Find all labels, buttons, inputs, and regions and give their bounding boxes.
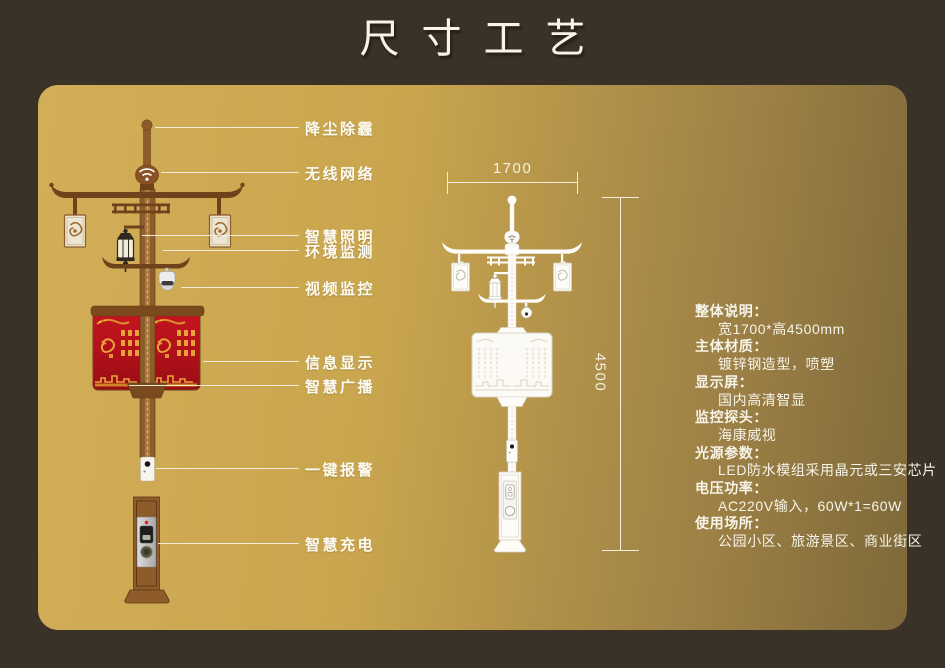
width-dim-tick-left [447,172,448,194]
callout-line [203,361,299,362]
callout-label-info: 信息显示 [305,355,376,372]
spec-value: 宽1700*高4500mm [718,320,845,337]
callout-line [163,250,299,251]
height-dim-tick-bottom [602,550,639,551]
callout-label-env: 环境监测 [305,244,376,261]
spec-value: AC220V输入，60W*1=60W [718,497,902,514]
spec-value: 镀锌钢造型，喷塑 [718,356,835,373]
height-dimension-label: 4500 [591,352,609,393]
callout-label-broadcast: 智慧广播 [305,379,376,396]
screen-mounts [90,305,205,399]
sensor-frame [112,203,170,214]
spec-value: 海康威视 [718,426,777,443]
top-finial [141,119,153,170]
outline-crossarm [442,242,582,266]
spec-label: 电压功率： [695,480,768,497]
height-dimension-line [620,197,621,550]
outline-banner-left [451,261,470,292]
width-dimension-line [447,182,578,183]
charging-panel [136,516,157,568]
lamp-illustration-outline [442,195,582,553]
callout-line [181,287,299,288]
lower-crossarm [102,257,190,269]
callout-line [142,235,299,236]
outline-lantern [488,272,510,309]
height-dim-tick-top [602,197,639,198]
wifi-icon [135,164,159,190]
callout-line [158,543,299,544]
outline-banner-right [553,261,572,292]
lamp-illustration-detailed [49,119,245,604]
outline-alarm-box [506,439,518,463]
width-dim-tick-right [577,172,578,194]
callout-line [129,385,299,386]
camera-icon [158,267,176,291]
callout-line [155,127,299,128]
main-crossarm [49,182,245,215]
spec-label: 主体材质： [695,338,768,355]
lantern [116,225,144,272]
spec-value: 国内高清智显 [718,391,806,408]
spec-label: 监控探头： [695,409,768,426]
spec-label: 整体说明： [695,303,768,319]
callout-label-wifi: 无线网络 [305,166,376,183]
lamp-pole [139,188,156,458]
callout-label-dust: 降尘除霾 [305,121,376,138]
spec-value: 公园小区、旅游景区、商业街区 [718,533,923,550]
callout-line [156,468,299,469]
spec-list: 整体说明： 宽1700*高4500mm 主体材质： 镀锌钢造型，喷塑 显示屏： … [695,303,937,551]
callout-line [161,172,299,173]
spec-label: 光源参数： [695,444,768,461]
banner-left [63,214,87,248]
outline-lower-crossarm [478,294,546,303]
callout-label-charge: 智慧充电 [305,537,376,554]
outline-display-screen [471,327,553,407]
callout-label-lighting: 智慧照明 [305,229,376,246]
banner-right [208,214,232,248]
callout-label-video: 视频监控 [305,281,376,298]
outline-camera-icon [520,302,533,319]
spec-label: 显示屏： [695,373,754,390]
alarm-box [140,456,155,482]
spec-value: LED防水模组采用晶元或三安芯片 [718,462,937,479]
outline-wifi-icon [504,231,520,243]
spec-label: 使用场所： [695,515,768,532]
callout-label-alarm: 一键报警 [305,462,376,479]
width-dimension-label: 1700 [492,160,533,177]
page-title: 尺寸工艺 [359,17,608,61]
outline-base [494,471,526,553]
